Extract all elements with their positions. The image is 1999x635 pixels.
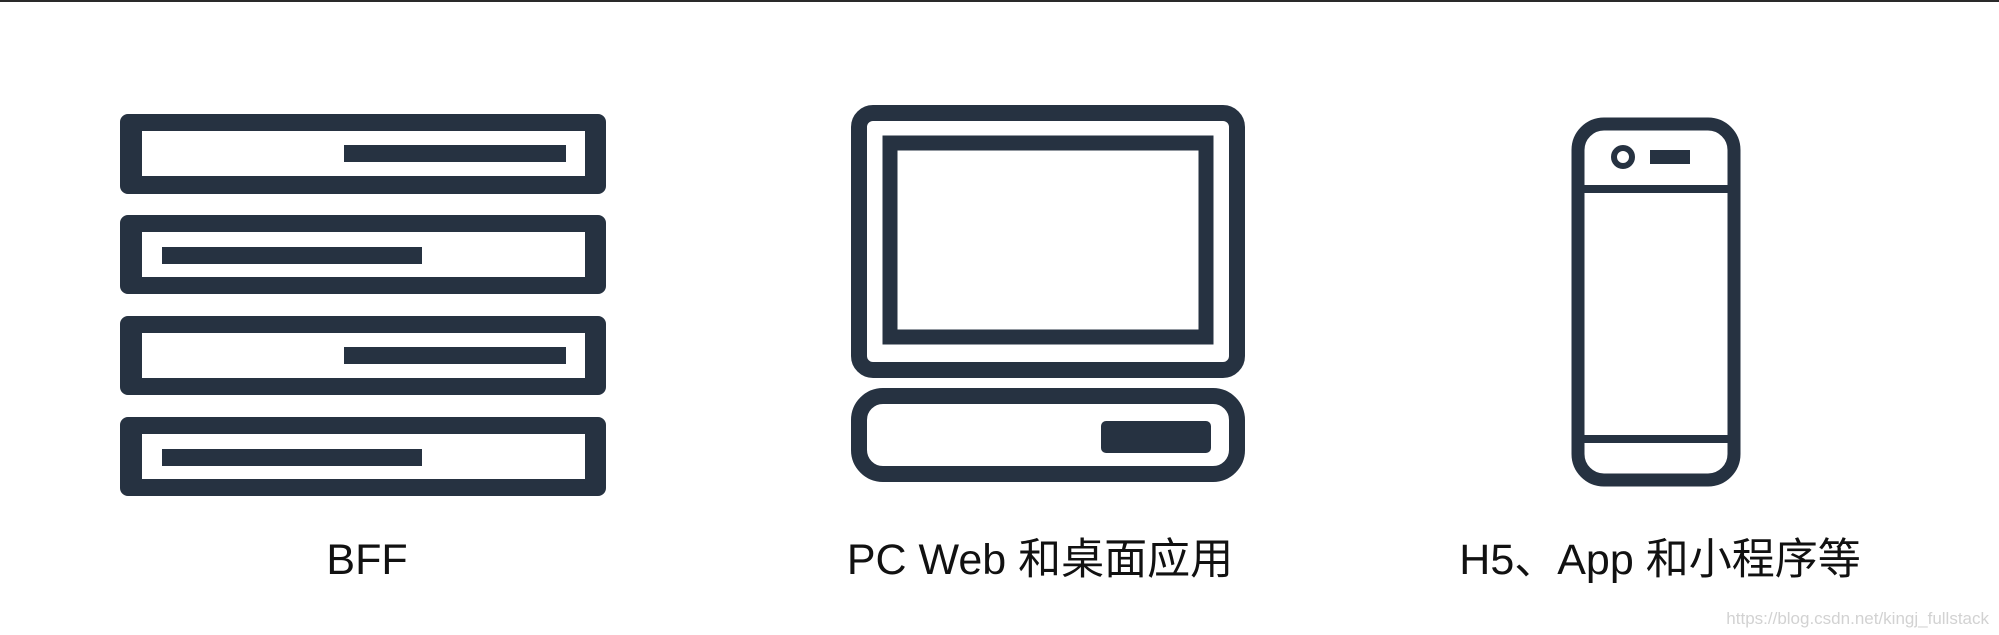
- computer-base: [851, 388, 1245, 482]
- server-stack-icon: [120, 114, 606, 496]
- server-unit-4: [120, 417, 606, 496]
- monitor-frame: [851, 105, 1245, 378]
- server-unit-2: [120, 215, 606, 294]
- mobile-phone-icon: [1571, 117, 1741, 487]
- top-border: [0, 0, 1999, 2]
- camera-dot: [1611, 145, 1635, 169]
- watermark: https://blog.csdn.net/kingj_fullstack: [1726, 609, 1989, 628]
- phone-body: [1571, 117, 1741, 487]
- speaker-slot: [1650, 150, 1690, 164]
- pc-web-label: PC Web 和桌面应用: [846, 536, 1234, 584]
- desktop-computer-icon: [851, 105, 1245, 482]
- bff-label: BFF: [326, 536, 408, 584]
- monitor-screen: [882, 135, 1214, 345]
- mobile-label: H5、App 和小程序等: [1459, 536, 1861, 584]
- drive-slot: [1101, 421, 1211, 453]
- server-unit-1: [120, 114, 606, 194]
- server-unit-3: [120, 316, 606, 395]
